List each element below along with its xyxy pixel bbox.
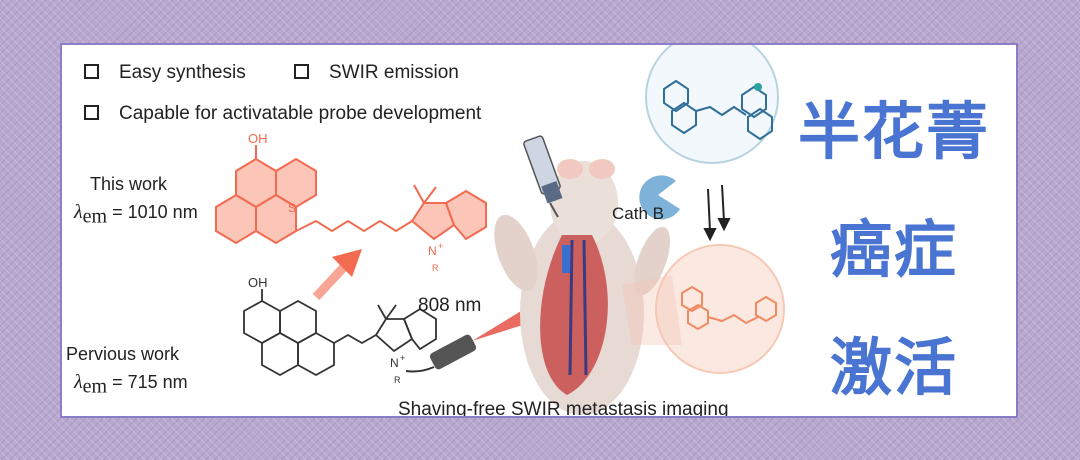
activated-inset-circle bbox=[655, 244, 785, 374]
lambda-subscript: em bbox=[82, 375, 108, 398]
new-n-label: N bbox=[428, 244, 437, 258]
previous-r-label: R bbox=[394, 375, 401, 385]
checkbox-icon bbox=[84, 64, 99, 79]
lambda-symbol: λ bbox=[74, 201, 83, 223]
new-r-label: R bbox=[432, 263, 439, 273]
previous-n-label: N bbox=[390, 356, 399, 370]
title-line-3: 激活 bbox=[829, 331, 958, 404]
lambda-symbol: λ bbox=[74, 371, 83, 393]
mouse-illustration bbox=[494, 159, 671, 415]
new-oh-label: OH bbox=[248, 131, 268, 146]
feature-swir-emission: SWIR emission bbox=[294, 62, 459, 84]
lambda-subscript: em bbox=[82, 205, 108, 228]
previous-plus-label: + bbox=[400, 353, 405, 363]
probe-inset-circle bbox=[645, 45, 779, 164]
checkbox-icon bbox=[294, 64, 309, 79]
caption: Shaving-free SWIR metastasis imaging bbox=[398, 399, 729, 418]
new-plus-label: + bbox=[438, 241, 443, 251]
scheme-graphic: OH S N + R OH N + R 808 nm bbox=[215, 45, 785, 418]
feature-label: SWIR emission bbox=[329, 62, 459, 83]
checkbox-icon bbox=[84, 105, 99, 120]
feature-label: Easy synthesis bbox=[119, 62, 246, 83]
syringe-icon bbox=[523, 135, 563, 218]
this-work-lambda: λem = 1010 nm bbox=[74, 201, 198, 229]
laser-wavelength-label: 808 nm bbox=[418, 295, 481, 316]
this-work-wavelength: = 1010 nm bbox=[112, 202, 198, 222]
heart-vessels-icon bbox=[540, 235, 608, 395]
previous-probe-structure bbox=[243, 289, 437, 377]
feature-activatable-probe: Capable for activatable probe developmen… bbox=[84, 103, 481, 125]
previous-work-label: Pervious work bbox=[66, 344, 180, 364]
previous-work-lambda: λem = 715 nm bbox=[74, 371, 188, 399]
feature-label: Capable for activatable probe developmen… bbox=[119, 103, 482, 124]
previous-oh-label: OH bbox=[248, 275, 268, 290]
enzyme-icon bbox=[639, 175, 680, 220]
this-work-label: This work bbox=[90, 174, 168, 194]
previous-work-wavelength: = 715 nm bbox=[112, 372, 188, 392]
sulfur-label: S bbox=[288, 201, 296, 215]
title-line-2: 癌症 bbox=[829, 213, 958, 286]
new-probe-structure bbox=[215, 145, 487, 245]
enzyme-label: Cath B bbox=[612, 204, 664, 223]
feature-easy-synthesis: Easy synthesis bbox=[84, 62, 246, 84]
title-line-1: 半花菁 bbox=[797, 95, 990, 168]
upgrade-arrow-icon bbox=[312, 249, 362, 301]
activation-arrows-icon bbox=[703, 184, 731, 242]
content-panel: Easy synthesis SWIR emission Capable for… bbox=[60, 43, 1018, 418]
